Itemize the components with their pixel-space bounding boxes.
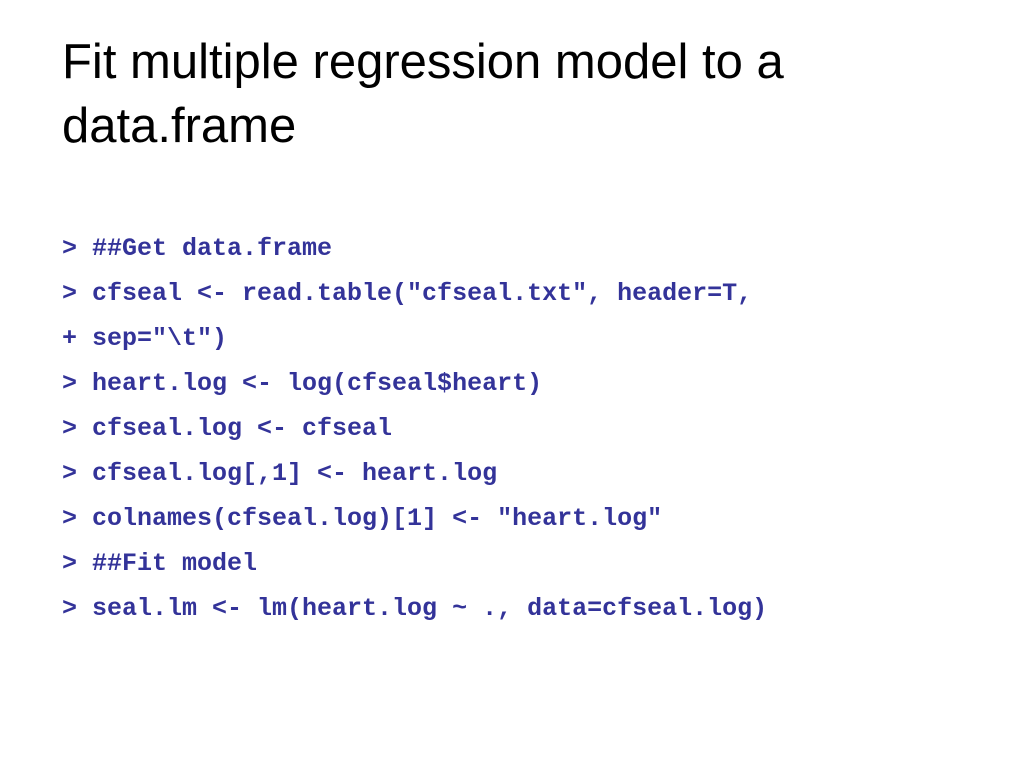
code-line-lm-call: > seal.lm <- lm(heart.log ~ ., data=cfse… (62, 594, 768, 623)
code-line-sep-continuation: + sep="\t") (62, 324, 228, 353)
code-line-heart-log: > heart.log <- log(cfseal$heart) (62, 369, 543, 398)
code-line-get-data-comment: > ##Get data.frame (62, 234, 333, 263)
code-line-colnames: > colnames(cfseal.log)[1] <- "heart.log" (62, 504, 663, 533)
slide-title: Fit multiple regression model to a data.… (62, 35, 784, 153)
code-line-assign-column: > cfseal.log[,1] <- heart.log (62, 459, 498, 488)
code-line-fit-model-comment: > ##Fit model (62, 549, 258, 578)
code-block: > ##Get data.frame > cfseal <- read.tabl… (62, 226, 1002, 631)
code-line-copy-frame: > cfseal.log <- cfseal (62, 414, 393, 443)
code-line-read-table: > cfseal <- read.table("cfseal.txt", hea… (62, 279, 753, 308)
